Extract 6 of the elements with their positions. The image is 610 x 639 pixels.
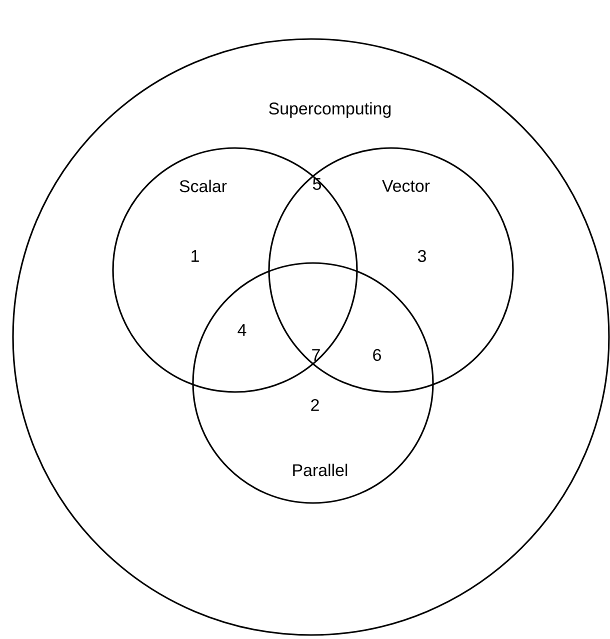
region-number: 6 — [373, 349, 381, 361]
region-number: 2 — [311, 399, 319, 411]
region-number: 4 — [238, 324, 246, 336]
region-number: 7 — [312, 349, 320, 361]
region-number: 3 — [418, 250, 426, 262]
region-number: 1 — [192, 250, 199, 262]
